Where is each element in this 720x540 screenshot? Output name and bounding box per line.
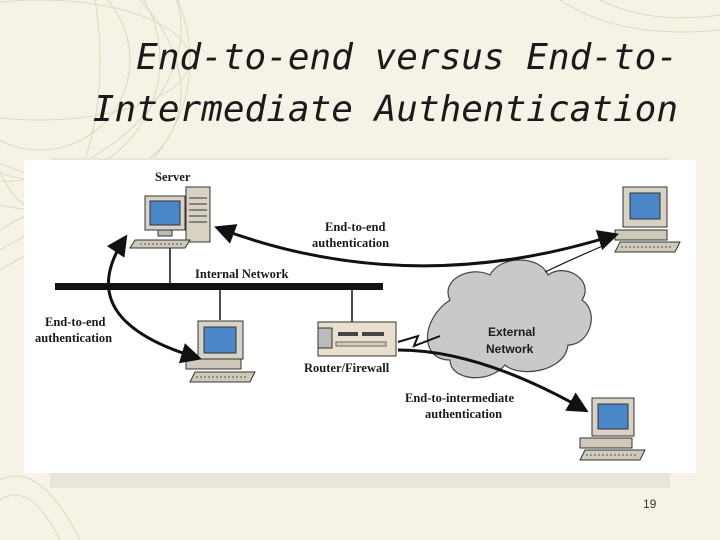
server-label: Server: [155, 170, 191, 184]
internal-network-bar: [55, 283, 383, 290]
cloud-remote-top-link: [544, 244, 606, 273]
network-diagram: Internal Network Server Router/Firewall: [24, 160, 696, 473]
e2e-top-label-2: authentication: [312, 236, 389, 250]
page-number: 19: [643, 497, 657, 511]
external-network-label-2: Network: [486, 342, 534, 356]
router-cloud-link: [397, 334, 441, 348]
e2e-left-label-1: End-to-end: [45, 315, 105, 329]
router-firewall-icon: [317, 321, 397, 357]
router-label: Router/Firewall: [304, 361, 390, 375]
remote-host-top-icon: [614, 186, 681, 253]
internal-network-label: Internal Network: [195, 267, 288, 281]
e2e-arc-server-remote: [214, 224, 620, 268]
e2i-label-2: authentication: [425, 407, 502, 421]
e2e-top-label-1: End-to-end: [325, 220, 385, 234]
external-network-cloud: [427, 259, 592, 379]
server-computer-icon: [129, 186, 211, 249]
remote-host-bottom-icon: [579, 397, 646, 461]
e2e-arc-server-workstation: [106, 234, 203, 364]
e2i-arc-router-remote: [397, 348, 589, 413]
internal-workstation-icon: [185, 320, 256, 383]
slide-title-line-1: End-to-end versus End-to-: [136, 37, 678, 78]
e2i-label-1: End-to-intermediate: [405, 391, 514, 405]
slide-title-line-2: Intermediate Authentication: [92, 89, 678, 130]
e2e-left-label-2: authentication: [35, 331, 112, 345]
external-network-label-1: External: [488, 325, 535, 339]
